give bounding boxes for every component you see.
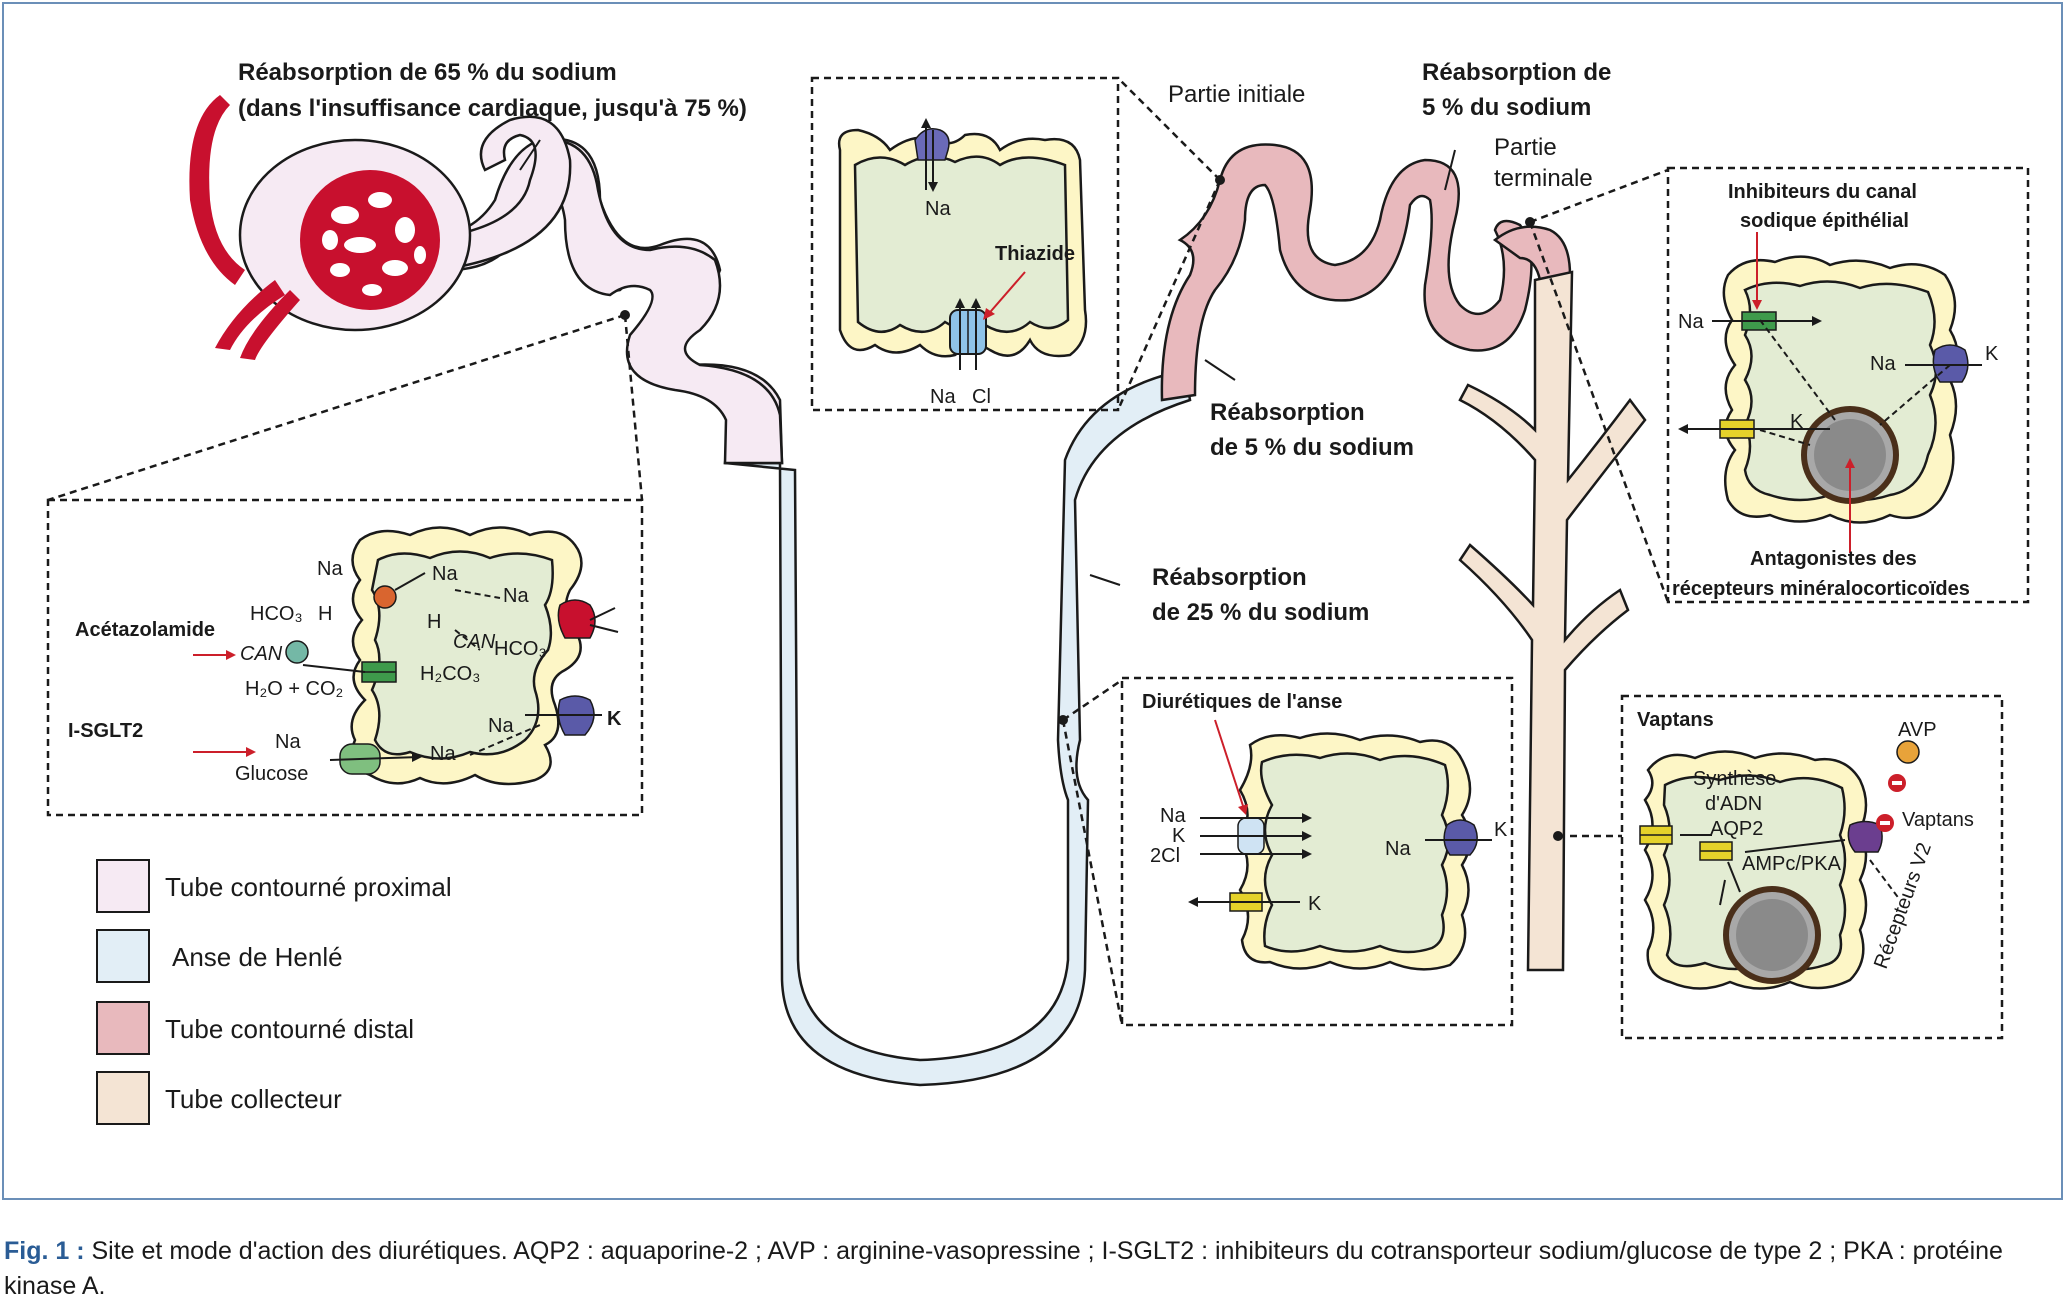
legend-label-collecteur: Tube collecteur bbox=[165, 1084, 342, 1114]
svg-text:Na: Na bbox=[1678, 311, 1704, 333]
pointer-distal-top bbox=[1444, 149, 1456, 191]
svg-text:Na: Na bbox=[1160, 805, 1186, 827]
svg-text:Vaptans: Vaptans bbox=[1902, 809, 1974, 831]
svg-text:Na: Na bbox=[430, 743, 456, 765]
svg-text:H: H bbox=[427, 611, 441, 633]
svg-text:Cl: Cl bbox=[972, 386, 991, 408]
proximal-tubule-body bbox=[403, 138, 784, 465]
legend-label-henle: Anse de Henlé bbox=[172, 942, 343, 972]
svg-text:AMPc/PKA: AMPc/PKA bbox=[1742, 853, 1842, 875]
svg-text:HCO₃: HCO₃ bbox=[494, 638, 547, 660]
legend: Tube contourné proximal Anse de Henlé Tu… bbox=[96, 859, 452, 1125]
caption-fig-number: Fig. 1 : bbox=[4, 1237, 85, 1265]
svg-text:HCO₃: HCO₃ bbox=[250, 603, 303, 625]
svg-text:CAN: CAN bbox=[240, 643, 283, 665]
svg-text:Antagonistes des: Antagonistes des bbox=[1750, 548, 1917, 570]
proximal-title-1: Réabsorption de 65 % du sodium bbox=[238, 59, 617, 86]
partie-initiale: Partie initiale bbox=[1168, 81, 1305, 108]
svg-text:Na: Na bbox=[503, 585, 529, 607]
legend-swatch-distal bbox=[96, 1001, 150, 1055]
svg-text:Thiazide: Thiazide bbox=[995, 243, 1075, 265]
svg-text:Na: Na bbox=[488, 715, 514, 737]
legend-label-proximal: Tube contourné proximal bbox=[165, 872, 452, 902]
conn-thiazide-1 bbox=[1117, 77, 1221, 181]
conn-proximal-1 bbox=[47, 313, 626, 502]
conn-enac-1 bbox=[1529, 168, 1669, 224]
svg-text:Vaptans: Vaptans bbox=[1637, 709, 1714, 731]
distal-mid-1: Réabsorption bbox=[1210, 399, 1365, 426]
loop-box: Diurétiques de l'anse Na K 2Cl Na K K bbox=[1120, 676, 1514, 1027]
svg-text:Na: Na bbox=[925, 198, 951, 220]
conn-thiazide-2 bbox=[1116, 179, 1222, 411]
svg-text:K: K bbox=[1308, 893, 1322, 915]
efferent-arteriole bbox=[215, 280, 285, 350]
svg-text:K: K bbox=[607, 708, 622, 730]
thiazide-box: Na Thiazide Na Cl bbox=[810, 76, 1120, 412]
svg-text:Na: Na bbox=[1385, 838, 1411, 860]
svg-text:CAN: CAN bbox=[453, 631, 496, 653]
svg-text:K: K bbox=[1790, 411, 1804, 433]
diuretics-diagram: Réabsorption de 65 % du sodium (dans l'i… bbox=[46, 59, 2030, 1125]
proximal-title-2: (dans l'insuffisance cardiaque, jusqu'à … bbox=[238, 95, 747, 122]
pointer-distal-mid bbox=[1204, 359, 1236, 381]
partie-terminale-2: terminale bbox=[1494, 165, 1593, 192]
legend-swatch-collecteur bbox=[96, 1071, 150, 1125]
vaptans-box: Vaptans AVP Vaptans Synthèse d'ADN AQP2 … bbox=[1620, 694, 2004, 1040]
svg-text:Acétazolamide: Acétazolamide bbox=[75, 619, 215, 641]
svg-text:I-SGLT2: I-SGLT2 bbox=[68, 720, 143, 742]
svg-text:K: K bbox=[1985, 343, 1999, 365]
figure-caption: Fig. 1 : Site et mode d'action des diuré… bbox=[4, 1234, 2062, 1304]
distal-mid-2: de 5 % du sodium bbox=[1210, 434, 1414, 461]
proximal-tubule-coil bbox=[417, 115, 572, 272]
svg-text:Diurétiques de l'anse: Diurétiques de l'anse bbox=[1142, 691, 1342, 713]
conn-enac-2 bbox=[1528, 221, 1670, 603]
svg-text:Récepteurs V2: Récepteurs V2 bbox=[1870, 840, 1936, 972]
svg-text:récepteurs minéralocorticoïdes: récepteurs minéralocorticoïdes bbox=[1672, 578, 1970, 600]
distal-tubule-end bbox=[1492, 225, 1572, 282]
distal-tubule bbox=[1160, 143, 1533, 402]
glomerular-capillaries bbox=[322, 192, 426, 296]
svg-text:sodique épithélial: sodique épithélial bbox=[1740, 210, 1909, 232]
svg-text:Na: Na bbox=[275, 731, 301, 753]
svg-text:H: H bbox=[318, 603, 332, 625]
svg-text:AQP2: AQP2 bbox=[1710, 818, 1763, 840]
proximal-box: Na Na Na HCO₃ H H CAN HCO₃ CAN Acétazola… bbox=[46, 498, 644, 817]
henle-label-2: de 25 % du sodium bbox=[1152, 599, 1369, 626]
legend-swatch-henle bbox=[96, 929, 150, 983]
svg-text:Na: Na bbox=[930, 386, 956, 408]
collecting-duct bbox=[1458, 270, 1647, 972]
pointer-henle bbox=[1089, 574, 1121, 586]
legend-label-distal: Tube contourné distal bbox=[165, 1014, 414, 1044]
henle-label-1: Réabsorption bbox=[1152, 564, 1307, 591]
loop-of-henle bbox=[724, 368, 1192, 1087]
svg-text:Glucose: Glucose bbox=[235, 763, 308, 785]
svg-text:K: K bbox=[1172, 825, 1186, 847]
figure-frame bbox=[2, 2, 2063, 1200]
enac-box: Inhibiteurs du canal sodique épithélial … bbox=[1666, 166, 2030, 604]
caption-text: Site et mode d'action des diurétiques. A… bbox=[4, 1237, 2003, 1300]
svg-text:AVP: AVP bbox=[1898, 719, 1937, 741]
svg-text:H₂CO₃: H₂CO₃ bbox=[420, 663, 480, 685]
svg-text:Na: Na bbox=[1870, 353, 1896, 375]
afferent-arteriole bbox=[189, 95, 245, 285]
legend-swatch-proximal bbox=[96, 859, 150, 913]
conn-loop-2 bbox=[1061, 719, 1124, 1026]
svg-text:K: K bbox=[1494, 819, 1508, 841]
svg-text:Inhibiteurs du canal: Inhibiteurs du canal bbox=[1728, 181, 1917, 203]
partie-terminale-1: Partie bbox=[1494, 134, 1557, 161]
svg-text:2Cl: 2Cl bbox=[1150, 845, 1180, 867]
conn-proximal-2 bbox=[623, 314, 644, 501]
svg-text:d'ADN: d'ADN bbox=[1705, 793, 1762, 815]
svg-text:H₂O + CO₂: H₂O + CO₂ bbox=[245, 678, 343, 700]
distal-top-2: 5 % du sodium bbox=[1422, 94, 1591, 121]
efferent-arteriole-2 bbox=[240, 290, 300, 360]
svg-text:Synthèse: Synthèse bbox=[1693, 768, 1776, 790]
svg-text:Na: Na bbox=[317, 558, 343, 580]
svg-text:Na: Na bbox=[432, 563, 458, 585]
pointer-proximal bbox=[519, 139, 541, 171]
distal-top-1: Réabsorption de bbox=[1422, 59, 1611, 86]
